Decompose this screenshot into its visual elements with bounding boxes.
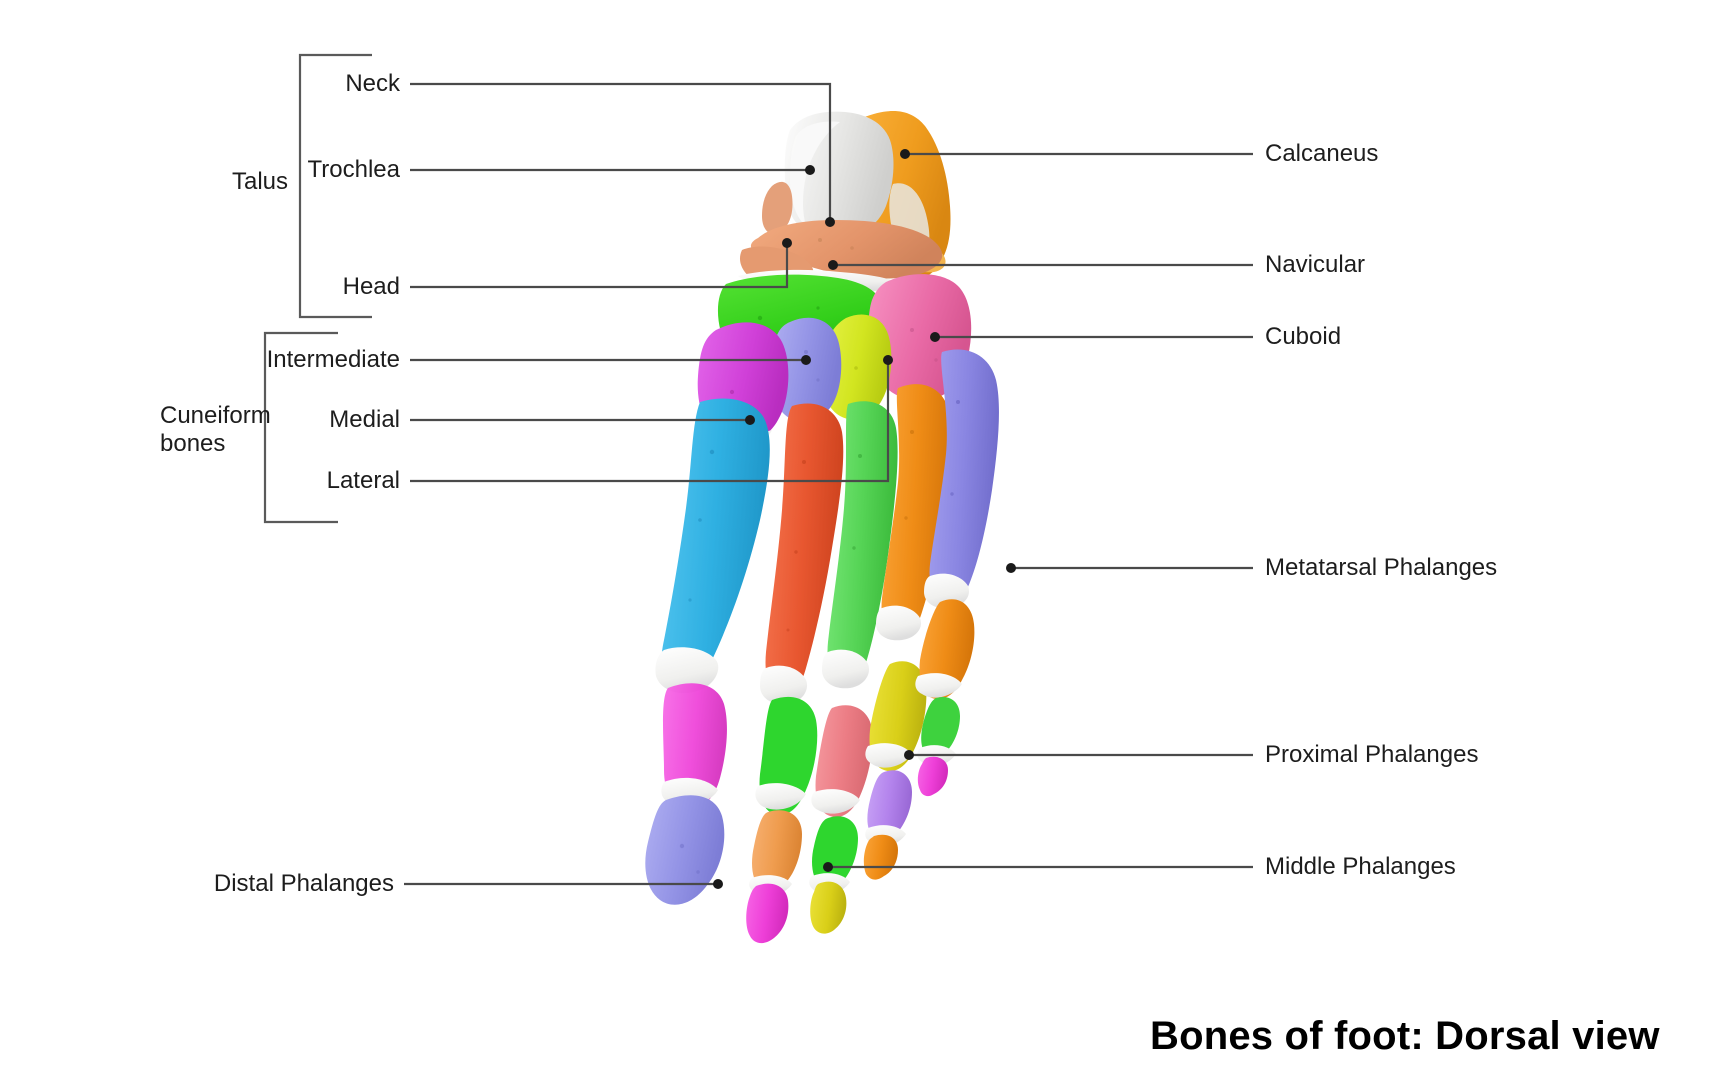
label-intermediate: Intermediate [266,346,400,373]
label-metatarsal-phalanges: Metatarsal Phalanges [1265,554,1498,581]
label-navicular: Navicular [1265,251,1366,278]
label-proximal-phalanges: Proximal Phalanges [1265,741,1479,768]
group-label-talus: Talus [231,168,288,195]
label-neck: Neck [345,70,400,97]
label-medial: Medial [329,406,400,433]
label-calcaneus: Calcaneus [1265,140,1379,167]
label-trochlea: Trochlea [307,156,400,183]
label-distal-phalanges: Distal Phalanges [213,870,394,897]
label-middle-phalanges: Middle Phalanges [1265,853,1456,880]
label-lateral: Lateral [326,467,400,494]
label-head: Head [342,273,400,300]
figure-title: Bones of foot: Dorsal view [1150,1014,1660,1058]
label-cuboid: Cuboid [1265,323,1342,350]
